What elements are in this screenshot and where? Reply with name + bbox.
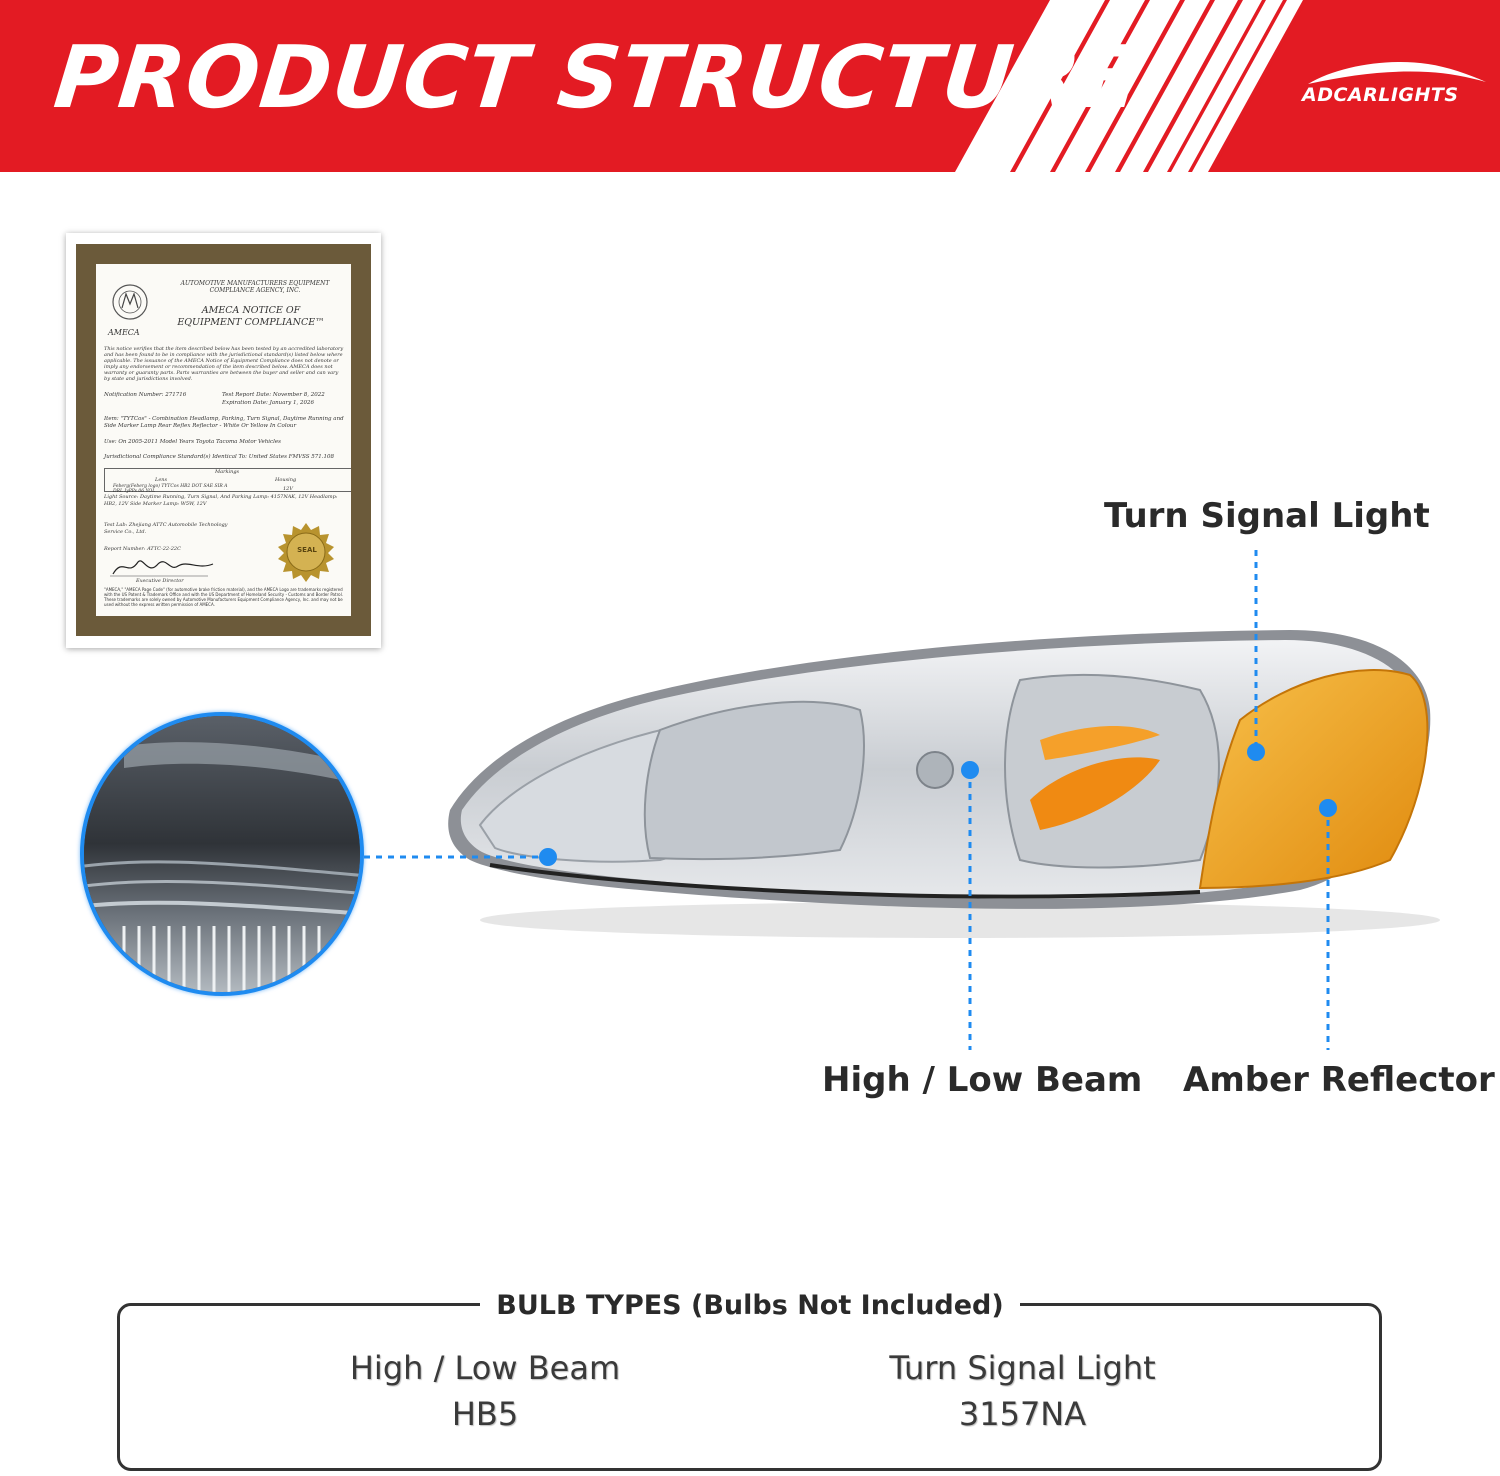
certificate-title: AMECA NOTICE OF EQUIPMENT COMPLIANCE™ bbox=[156, 305, 346, 329]
certificate-item: Item: "TYTCos" - Combination Headlamp, P… bbox=[104, 416, 344, 429]
lens-detail-inset bbox=[80, 712, 364, 996]
beam-label: High / Low Beam bbox=[822, 1060, 1143, 1100]
certificate-brand: AMECA bbox=[108, 328, 140, 337]
bulb-code: HB5 bbox=[451, 1395, 519, 1433]
ameca-certificate: AUTOMOTIVE MANUFACTURERS EQUIPMENT COMPL… bbox=[66, 233, 381, 648]
certificate-test-date: Test Report Date: November 8, 2022 bbox=[222, 392, 325, 398]
certificate-use: Use: On 2005-2011 Model Years Toyota Tac… bbox=[104, 439, 281, 445]
page-title: PRODUCT STRUCTURE bbox=[49, 28, 1146, 128]
lens-header: Lens bbox=[155, 477, 168, 483]
seal-text: SEAL bbox=[297, 546, 317, 554]
certificate-test-lab: Test Lab: Zhejiang ATTC Automobile Techn… bbox=[104, 522, 228, 535]
lens-value: Feberg(Feberg logo) TYTCos HB2 DOT SAE S… bbox=[113, 484, 228, 494]
certificate-jurisdiction: Jurisdictional Compliance Standard(s) Id… bbox=[104, 454, 335, 460]
markings-header: Markings bbox=[215, 469, 240, 475]
housing-header: Housing bbox=[275, 477, 297, 483]
signature-icon bbox=[110, 560, 214, 577]
certificate-light-source: Light Source: Daytime Running, Turn Sign… bbox=[104, 494, 338, 507]
turn-signal-label: Turn Signal Light bbox=[1104, 496, 1430, 536]
housing-value: 12V bbox=[283, 486, 293, 492]
certificate-agency: AUTOMOTIVE MANUFACTURERS EQUIPMENT COMPL… bbox=[180, 280, 330, 294]
certificate-body: This notice verifies that the item descr… bbox=[104, 346, 344, 382]
bulb-types-heading: BULB TYPES (Bulbs Not Included) bbox=[480, 1288, 1020, 1324]
car-logo-icon bbox=[1308, 62, 1486, 84]
certificate-markings-table: Markings Lens Housing Feberg(Feberg logo… bbox=[104, 468, 351, 494]
banner-stripes bbox=[955, 0, 1500, 172]
brand-logo-text: ADCARLIGHTS bbox=[1302, 84, 1459, 106]
bulb-code: 3157NA bbox=[958, 1395, 1087, 1433]
ameca-logo-icon bbox=[112, 284, 148, 320]
lens-closeup-icon bbox=[84, 716, 360, 992]
certificate-paper: AUTOMOTIVE MANUFACTURERS EQUIPMENT COMPL… bbox=[96, 264, 351, 616]
bulb-type-turn: Turn Signal Light 3157NA bbox=[870, 1345, 1175, 1437]
bulb-types-box bbox=[117, 1303, 1382, 1471]
certificate-report-number: Report Number: ATTC-22-22C bbox=[104, 546, 181, 552]
certificate-notification: Notification Number: 271716 bbox=[104, 392, 187, 398]
header-banner: PRODUCT STRUCTURE ADCARLIGHTS bbox=[0, 0, 1500, 172]
amber-reflector-label: Amber Reflector bbox=[1183, 1060, 1495, 1100]
bulb-name: High / Low Beam bbox=[349, 1349, 621, 1387]
certificate-expiration: Expiration Date: January 1, 2026 bbox=[222, 400, 314, 406]
bulb-name: Turn Signal Light bbox=[889, 1349, 1156, 1387]
headlamp-illustration bbox=[448, 630, 1440, 938]
certificate-frame: AUTOMOTIVE MANUFACTURERS EQUIPMENT COMPL… bbox=[76, 244, 371, 636]
bulb-type-beam: High / Low Beam HB5 bbox=[330, 1345, 640, 1437]
certificate-title-line1: AMECA NOTICE OF bbox=[201, 305, 301, 316]
certificate-title-line2: EQUIPMENT COMPLIANCE™ bbox=[177, 317, 325, 328]
certificate-executive: Executive Director bbox=[136, 578, 184, 584]
certificate-footer: "AMECA," "AMECA Page Code" (for automoti… bbox=[104, 587, 343, 607]
gold-seal-icon bbox=[278, 523, 334, 582]
